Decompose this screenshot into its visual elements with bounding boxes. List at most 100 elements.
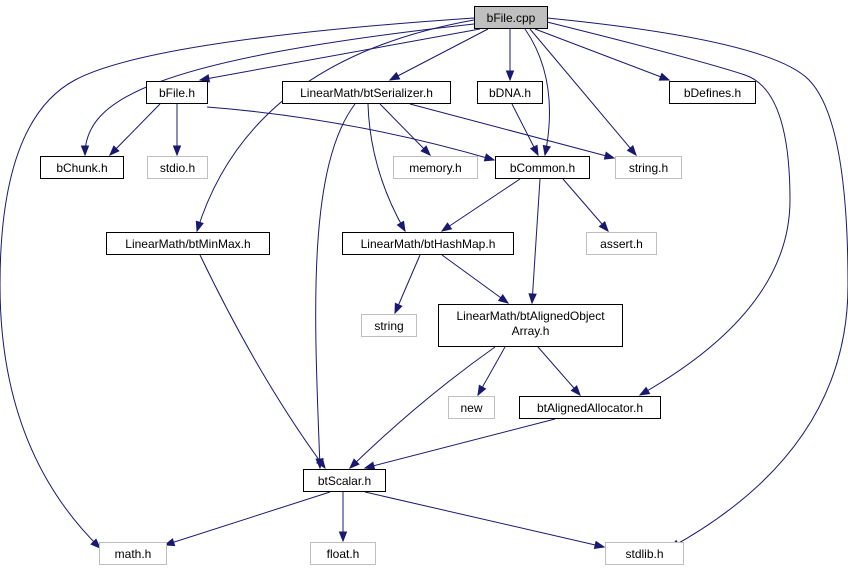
edge-line: [531, 178, 541, 304]
node-box: [615, 156, 682, 179]
edge-line: [206, 106, 495, 161]
edge-btalignedobjectarray_h-to-btalignedallocator_h: [537, 346, 581, 397]
edge-bfile_cpp-to-string_h: [529, 28, 637, 157]
edge-arrowhead: [505, 70, 515, 82]
edge-bcommon_h-to-btalignedobjectarray_h: [528, 178, 541, 305]
edge-arrowhead: [638, 386, 651, 396]
edge-btserializer_h-to-btscalar_h: [315, 103, 356, 470]
node-label: bFile.cpp: [487, 11, 536, 25]
node-new: new: [448, 396, 495, 419]
edge-bfile_cpp-to-bdna_h: [505, 29, 515, 82]
edge-bdna_h-to-bcommon_h: [511, 103, 539, 157]
edge-btminmax_h-to-btscalar_h: [199, 254, 326, 470]
edge-bfile_cpp-to-btalignedallocator_h: [546, 21, 791, 396]
edge-line: [164, 491, 331, 546]
node-stdio_h: stdio.h: [147, 156, 208, 179]
edge-arrowhead: [542, 144, 552, 157]
edge-arrowhead: [528, 293, 537, 305]
node-btalignedallocator_h[interactable]: btAlignedAllocator.h: [519, 396, 661, 419]
edge-line: [364, 491, 605, 548]
edge-line: [199, 28, 481, 81]
edge-bfile_cpp-to-btminmax_h: [195, 19, 475, 233]
edge-line: [441, 254, 509, 304]
node-box: [303, 469, 386, 492]
node-box: [448, 396, 495, 419]
edge-line: [546, 17, 848, 549]
node-label: string: [374, 319, 403, 333]
node-box: [40, 156, 124, 179]
node-label: bChunk.h: [56, 161, 107, 175]
node-box: [495, 156, 590, 179]
edge-btscalar_h-to-stdlib_h: [364, 491, 606, 549]
node-label: bCommon.h: [510, 161, 575, 175]
edge-arrowhead: [109, 145, 120, 156]
edge-btscalar_h-to-float_h: [338, 492, 348, 543]
node-label: new: [460, 401, 482, 415]
edge-line: [109, 103, 161, 156]
edge-btserializer_h-to-string_h: [409, 103, 616, 160]
node-label: LinearMath/btSerializer.h: [300, 86, 433, 100]
edge-arrowhead: [338, 531, 348, 543]
edge-line: [409, 103, 615, 159]
node-btserializer_h[interactable]: LinearMath/btSerializer.h: [282, 81, 451, 104]
node-label: LinearMath/btHashMap.h: [361, 237, 496, 251]
edge-arrowhead: [396, 220, 406, 233]
node-label: btAlignedAllocator.h: [537, 401, 643, 415]
edge-btscalar_h-to-math_h: [163, 491, 331, 547]
edge-line: [562, 178, 609, 232]
node-label: btScalar.h: [318, 474, 371, 488]
edge-arrowhead: [195, 220, 204, 233]
edge-line: [389, 28, 489, 81]
edge-line: [537, 346, 581, 396]
node-label: Array.h: [512, 324, 550, 338]
edge-bfile_cpp-to-bfile_h: [198, 28, 481, 83]
node-bfile_cpp[interactable]: bFile.cpp: [474, 6, 548, 29]
edge-bfile_cpp-to-bdefines_h: [534, 28, 671, 81]
node-label: float.h: [327, 547, 360, 561]
edge-arrowhead: [315, 457, 326, 470]
node-btminmax_h[interactable]: LinearMath/btMinMax.h: [106, 232, 270, 255]
edge-arrowhead: [172, 145, 182, 157]
edge-line: [367, 103, 406, 232]
edge-bcommon_h-to-bthashmap_h: [440, 178, 521, 232]
node-bcommon_h[interactable]: bCommon.h: [495, 156, 590, 179]
node-bdna_h[interactable]: bDNA.h: [477, 81, 543, 104]
node-box: [669, 81, 756, 104]
node-bdefines_h[interactable]: bDefines.h: [669, 81, 756, 104]
node-stdlib_h: stdlib.h: [605, 542, 684, 565]
node-box: [586, 232, 657, 255]
node-label: bFile.h: [159, 86, 195, 100]
edge-arrowhead: [90, 538, 101, 549]
node-box: [477, 81, 543, 104]
node-bthashmap_h[interactable]: LinearMath/btHashMap.h: [342, 232, 514, 255]
node-btscalar_h[interactable]: btScalar.h: [303, 469, 386, 492]
edge-line: [441, 178, 521, 232]
edge-btalignedallocator_h-to-btscalar_h: [363, 418, 556, 470]
node-box: [342, 232, 514, 255]
edge-line: [0, 17, 475, 549]
node-label: string.h: [629, 161, 668, 175]
node-assert_h: assert.h: [586, 232, 657, 255]
edge-line: [511, 103, 539, 156]
edge-bthashmap_h-to-btalignedobjectarray_h: [441, 254, 510, 304]
edge-line: [315, 103, 356, 469]
edge-arrowhead: [388, 71, 401, 81]
node-box: [474, 6, 548, 29]
edge-line: [196, 19, 475, 232]
node-box: [147, 156, 208, 179]
node-label: stdio.h: [160, 161, 195, 175]
edge-line: [546, 21, 791, 396]
edge-bfile_cpp-to-bcommon_h: [524, 28, 552, 157]
node-bchunk_h[interactable]: bChunk.h: [40, 156, 124, 179]
edge-arrowhead: [477, 384, 487, 397]
node-label: stdlib.h: [625, 547, 663, 561]
edge-arrowhead: [349, 458, 360, 469]
node-box: [282, 81, 451, 104]
edge-arrowhead: [529, 144, 539, 157]
edge-btserializer_h-to-bthashmap_h: [367, 103, 406, 233]
node-bfile_h[interactable]: bFile.h: [146, 81, 208, 104]
node-box: [393, 156, 478, 179]
edge-line: [524, 28, 550, 156]
